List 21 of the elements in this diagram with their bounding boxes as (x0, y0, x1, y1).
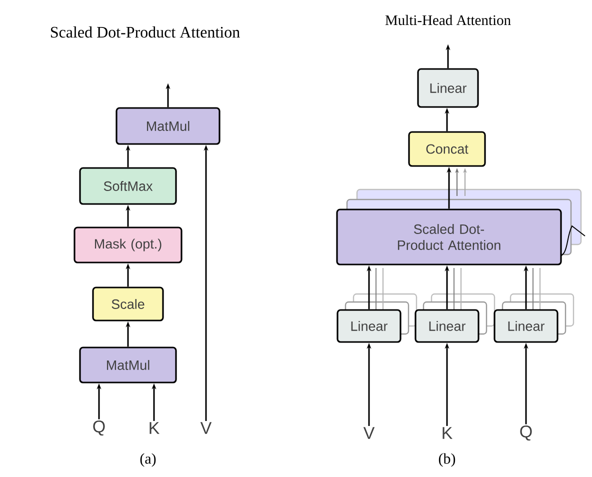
input-label: K (442, 427, 452, 439)
panel-caption: (a) (140, 453, 156, 467)
process-box: SoftMax (79, 167, 177, 205)
input-label: K (150, 422, 160, 434)
process-box: Concat (408, 131, 486, 167)
panel-caption: (b) (438, 453, 456, 467)
process-box: Linear (336, 309, 402, 343)
input-label: Q (93, 420, 105, 436)
process-box: MatMul (79, 346, 177, 384)
process-box: Mask (opt.) (74, 226, 182, 264)
process-box: Linear (494, 309, 558, 343)
input-label: V (363, 427, 375, 439)
input-label: Q (520, 425, 532, 441)
process-box: Linear (414, 309, 480, 343)
process-box: Scale (92, 286, 164, 322)
panel-title: Multi-Head Attention (385, 14, 511, 26)
input-label: V (200, 422, 212, 434)
process-box: MatMul (116, 107, 220, 145)
panel-title: Scaled Dot-Product Attention (50, 26, 240, 38)
process-box: Scaled Dot-Product Attention (336, 208, 562, 266)
process-box: Linear (417, 68, 479, 108)
